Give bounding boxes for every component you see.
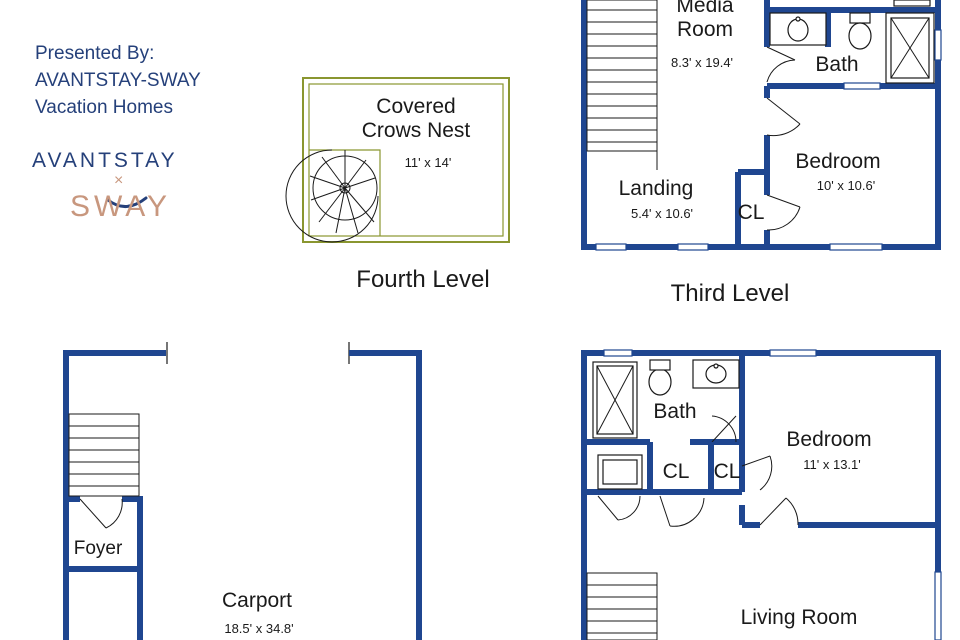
third-level-plan bbox=[581, 0, 942, 251]
second-bedroom-dims: 11' x 13.1' bbox=[803, 457, 861, 472]
first-level-stairs bbox=[68, 413, 140, 497]
third-level-label: Third Level bbox=[670, 280, 790, 307]
crows-nest-dims: 11' x 14' bbox=[404, 155, 452, 170]
second-bedroom-name: Bedroom bbox=[786, 428, 872, 451]
second-level-stairs bbox=[586, 572, 658, 640]
crows-nest-plan bbox=[285, 77, 510, 243]
third-closet-name: CL bbox=[737, 201, 765, 224]
spiral-staircase bbox=[285, 149, 381, 243]
third-bedroom-name: Bedroom bbox=[795, 150, 881, 173]
media-room-dims: 8.3' x 19.4' bbox=[670, 55, 734, 70]
logo-sway-text: SWAY bbox=[70, 190, 172, 223]
presenter-line-3: Vacation Homes bbox=[35, 97, 173, 118]
second-closet-2-name: CL bbox=[713, 460, 741, 483]
fourth-level-label: Fourth Level bbox=[356, 266, 490, 293]
crows-nest-name: Covered Crows Nest bbox=[362, 95, 471, 143]
presenter-line-2: AVANTSTAY-SWAY bbox=[35, 70, 201, 91]
second-closet-1-name: CL bbox=[662, 460, 690, 483]
media-room-name-line-2: Room bbox=[676, 18, 734, 42]
second-bath-name: Bath bbox=[653, 400, 697, 423]
third-bath-name: Bath bbox=[815, 53, 859, 76]
landing-name: Landing bbox=[618, 177, 694, 200]
second-level-plan bbox=[581, 349, 942, 640]
media-room-name-line-1: Media bbox=[676, 0, 734, 17]
crows-nest-name-line-2: Crows Nest bbox=[361, 119, 471, 143]
sway-hammock-mark bbox=[106, 196, 148, 208]
third-bedroom-dims: 10' x 10.6' bbox=[816, 178, 876, 193]
presenter-line-1: Presented By: bbox=[35, 43, 155, 64]
media-room-name: Media Room bbox=[676, 0, 733, 42]
crows-nest-name-line-1: Covered bbox=[376, 95, 456, 118]
logo-avantstay-text: AVANTSTAY bbox=[32, 149, 178, 172]
carport-dims: 18.5' x 34.8' bbox=[224, 621, 294, 636]
carport-name: Carport bbox=[221, 589, 293, 612]
landing-dims: 5.4' x 10.6' bbox=[630, 206, 694, 221]
presenter-block: Presented By: AVANTSTAY-SWAY Vacation Ho… bbox=[35, 40, 201, 121]
foyer-name: Foyer bbox=[73, 538, 123, 559]
third-level-stairs bbox=[586, 0, 658, 170]
logo-x-text: × bbox=[114, 172, 124, 189]
first-level-plan bbox=[63, 342, 422, 640]
living-room-name: Living Room bbox=[740, 606, 858, 629]
